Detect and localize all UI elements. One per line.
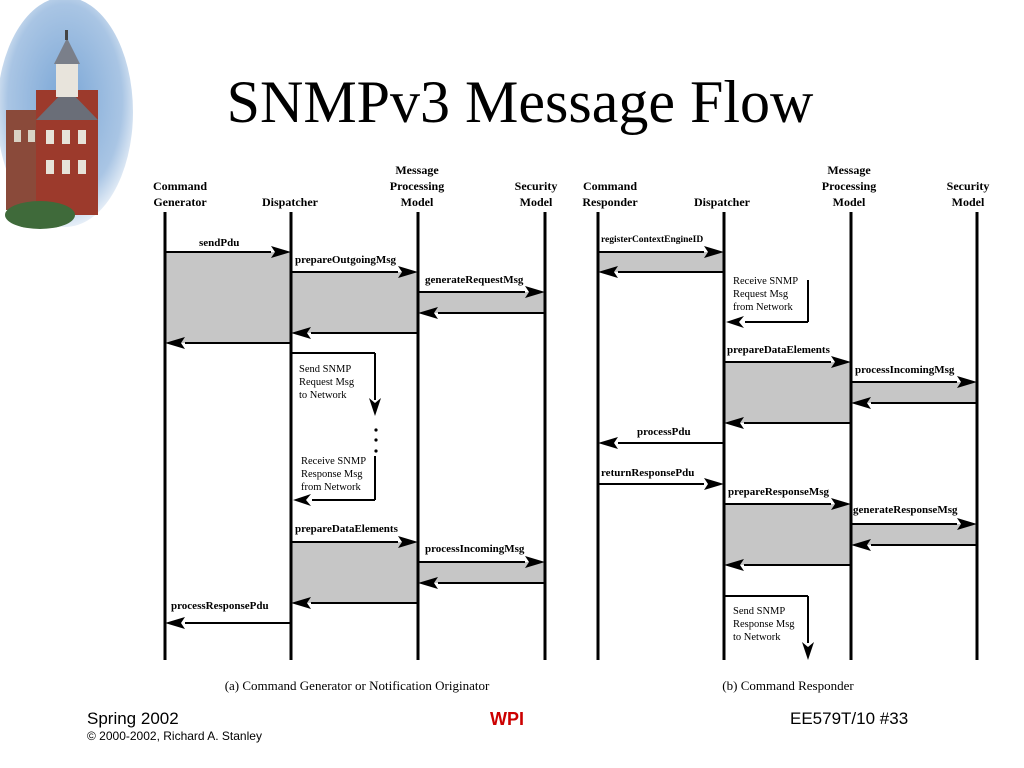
panel-a-label-prepareoutgoingmsg: prepareOutgoingMsg — [295, 254, 397, 266]
panel-a-arrow-generaterequestmsg-head — [525, 286, 545, 298]
panel-a-arrow-return-mpm-disp-2-head — [291, 597, 311, 609]
panel-b-caption: (b) Command Responder — [722, 678, 854, 693]
panel-a-arrow-prepareoutgoingmsg-head — [398, 266, 418, 278]
panel-a-note-send-line-2: to Network — [299, 390, 347, 401]
panel-b-label-returnresponsepdu: returnResponsePdu — [601, 467, 694, 479]
panel-a-arrow-processincomingmsg-head — [525, 556, 545, 568]
panel-b-arrow-return-sec-mpm-head — [851, 397, 871, 409]
footer-term: Spring 2002 — [87, 709, 179, 728]
footer-course: EE579T/10 #33 — [790, 709, 909, 728]
panel-a-label-processresponsepdu: processResponsePdu — [171, 600, 269, 612]
panel-a-receive-arrowhead — [293, 494, 311, 506]
panel-a-note-receive-line-2: from Network — [301, 482, 362, 493]
panel-a-label-generaterequestmsg: generateRequestMsg — [425, 274, 524, 286]
panel-a-header-cg-line-0: Command — [153, 179, 207, 193]
panel-b-arrow-return-disp-cr-head — [598, 266, 618, 278]
panel-b-send-arrowhead — [802, 642, 814, 660]
panel-b-note-receive-line-2: from Network — [733, 302, 794, 313]
panel-b-receive-arrowhead — [726, 316, 744, 328]
panel-b-header-cr-line-0: Command — [583, 179, 637, 193]
panel-a-box-disp-mpm-2 — [291, 542, 418, 603]
panel-b-arrow-return-mpm-disp-2-head — [724, 559, 744, 571]
panel-b-box-disp-mpm-2 — [724, 504, 851, 565]
panel-a-note-receive-line-0: Receive SNMP — [301, 456, 366, 467]
panel-b-label-preparedataelements: prepareDataElements — [727, 344, 831, 356]
panel-a-box-mpm-sec — [418, 292, 545, 313]
panel-b-arrow-generateresponsemsg-head — [957, 518, 977, 530]
panel-b-label-registercontextengineid: registerContextEngineID — [601, 235, 703, 245]
panel-b-note-send-line-2: to Network — [733, 632, 781, 643]
panel-b-arrow-return-mpm-disp-head — [724, 417, 744, 429]
panel-b-arrow-processpdu-head — [598, 437, 618, 449]
panel-b-note-receive-line-0: Receive SNMP — [733, 276, 798, 287]
panel-a-arrow-processresponsepdu-head — [165, 617, 185, 629]
footer-copyright: © 2000-2002, Richard A. Stanley — [87, 729, 262, 743]
panel-a-arrow-return-sec-mpm-2-head — [418, 577, 438, 589]
panel-a-header-mpm-line-2: Model — [401, 195, 434, 209]
panel-b-arrow-prepareresponsemsg-head — [831, 498, 851, 510]
panel-b-note-send-line-0: Send SNMP — [733, 606, 785, 617]
panel-b-arrow-return-sec-mpm-2-head — [851, 539, 871, 551]
panel-a-box-mpm-sec-2 — [418, 562, 545, 583]
panel-b-arrow-preparedataelements-head — [831, 356, 851, 368]
panel-a-label-sendpdu: sendPdu — [199, 237, 239, 249]
panel-a-arrow-return-disp-cg-head — [165, 337, 185, 349]
panel-b-box-mpm-sec — [851, 382, 977, 403]
panel-b-arrow-processincomingmsg-head — [957, 376, 977, 388]
panel-b-header-cr-line-1: Responder — [582, 195, 638, 209]
panel-a-header-disp-line-0: Dispatcher — [262, 195, 319, 209]
panel-a-arrow-preparedataelements-head — [398, 536, 418, 548]
panel-b-header-sec-line-0: Security — [947, 179, 990, 193]
panel-a-label-preparedataelements: prepareDataElements — [295, 523, 399, 535]
footer-org: WPI — [490, 709, 524, 729]
panel-a-send-arrowhead — [369, 398, 381, 416]
panel-a-header-mpm-line-0: Message — [395, 163, 439, 177]
panel-b-header-disp-line-0: Dispatcher — [694, 195, 751, 209]
panel-a-header-sec-line-1: Model — [520, 195, 553, 209]
panel-b-header-mpm-line-2: Model — [833, 195, 866, 209]
panel-a-continuation-dot-0 — [374, 428, 378, 432]
panel-a-note-receive-line-1: Response Msg — [301, 469, 363, 480]
panel-b-label-prepareresponsemsg: prepareResponseMsg — [728, 486, 830, 498]
panel-a-arrow-return-sec-mpm-head — [418, 307, 438, 319]
panel-b-header-mpm-line-1: Processing — [822, 179, 876, 193]
panel-a-header-cg-line-1: Generator — [153, 195, 207, 209]
panel-a-continuation-dot-2 — [374, 449, 378, 453]
panel-b-box-disp-mpm — [724, 362, 851, 423]
panel-b-header-sec-line-1: Model — [952, 195, 985, 209]
wpi-tower-logo — [0, 0, 133, 229]
panel-b-label-generateresponsemsg: generateResponseMsg — [853, 504, 958, 516]
panel-b-arrow-registercontextengineid-head — [704, 246, 724, 258]
panel-a-continuation-dot-1 — [374, 438, 378, 442]
panel-a-note-send-line-1: Request Msg — [299, 377, 355, 388]
panel-a-header-sec-line-0: Security — [515, 179, 558, 193]
panel-b-box-cr-disp — [598, 252, 724, 272]
panel-a-box-disp-mpm — [291, 272, 418, 333]
panel-a-box-cg-disp — [165, 252, 291, 343]
panel-a-label-processincomingmsg: processIncomingMsg — [425, 543, 525, 555]
panel-a-caption: (a) Command Generator or Notification Or… — [225, 678, 490, 693]
panel-a-arrow-return-mpm-disp-head — [291, 327, 311, 339]
panel-a-header-mpm-line-1: Processing — [390, 179, 444, 193]
slide-title: SNMPv3 Message Flow — [226, 69, 814, 135]
panel-a-arrow-sendpdu-head — [271, 246, 291, 258]
panel-b-box-mpm-sec-2 — [851, 524, 977, 545]
panel-a-note-send-line-0: Send SNMP — [299, 364, 351, 375]
panel-b-label-processincomingmsg: processIncomingMsg — [855, 364, 955, 376]
panel-b-label-processpdu: processPdu — [637, 426, 691, 438]
panel-b-arrow-returnresponsepdu-head — [704, 478, 724, 490]
panel-b-note-receive-line-1: Request Msg — [733, 289, 789, 300]
panel-b-header-mpm-line-0: Message — [827, 163, 871, 177]
panel-b-note-send-line-1: Response Msg — [733, 619, 795, 630]
